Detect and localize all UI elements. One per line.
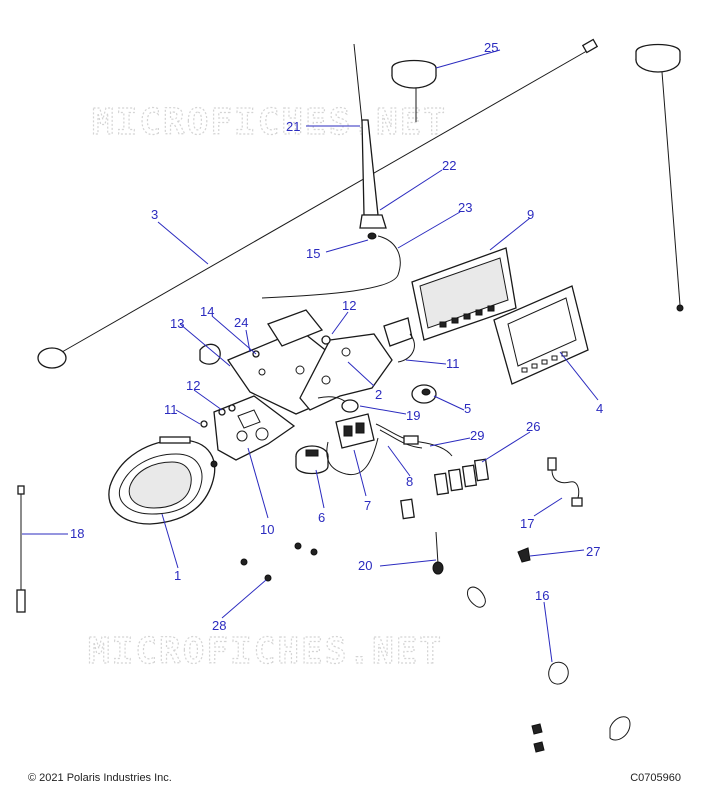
part-puck-rod-antenna — [635, 43, 684, 312]
part-20-cable-tie — [432, 531, 444, 575]
callout-1: 1 — [174, 568, 181, 583]
callout-23: 23 — [458, 200, 472, 215]
callout-9: 9 — [527, 207, 534, 222]
callout-27: 27 — [586, 544, 600, 559]
part-19-harness — [317, 396, 379, 476]
part-3-whip-antenna — [37, 38, 599, 369]
callout-8: 8 — [406, 474, 413, 489]
callouts: 25 21 22 23 15 3 9 4 12 14 24 13 11 2 5 … — [70, 40, 603, 633]
callout-2: 2 — [375, 387, 382, 402]
callout-12-upper: 12 — [342, 298, 356, 313]
part-23-antenna-cable — [261, 235, 401, 299]
leader-lines — [22, 49, 599, 663]
callout-22: 22 — [442, 158, 456, 173]
callout-16: 16 — [535, 588, 549, 603]
callout-7: 7 — [364, 498, 371, 513]
callout-17: 17 — [520, 516, 534, 531]
part-10-mounting-plate — [213, 395, 296, 461]
callout-28: 28 — [212, 618, 226, 633]
callout-20: 20 — [358, 558, 372, 573]
part-5-socket — [411, 384, 437, 404]
part-7-switch — [335, 413, 375, 449]
part-25-puck-antenna — [391, 59, 437, 122]
callout-12-left: 12 — [186, 378, 200, 393]
callout-14: 14 — [200, 304, 214, 319]
part-26-switch-blanks — [400, 458, 490, 520]
callout-24: 24 — [234, 315, 248, 330]
callout-6: 6 — [318, 510, 325, 525]
part-17-small-harness — [547, 457, 583, 507]
copyright-notice: © 2021 Polaris Industries Inc. — [28, 772, 172, 784]
callout-5: 5 — [464, 401, 471, 416]
callout-10: 10 — [260, 522, 274, 537]
figure-id: C0705960 — [630, 772, 681, 784]
part-9-display — [411, 247, 517, 341]
callout-29: 29 — [470, 428, 484, 443]
callout-11-right: 11 — [446, 356, 460, 371]
part-18-extension — [16, 485, 26, 613]
callout-13: 13 — [170, 316, 184, 331]
part-27-clip — [517, 547, 531, 563]
callout-21: 21 — [286, 119, 300, 134]
watermark-top: MICROFICHES.NET — [92, 102, 447, 143]
part-loop-straps — [467, 586, 631, 741]
part-harness-connector — [383, 317, 415, 363]
part-1-gauge-cluster — [108, 436, 216, 525]
callout-18: 18 — [70, 526, 84, 541]
callout-25: 25 — [484, 40, 498, 55]
part-21-antenna-mast — [353, 43, 387, 240]
callout-26: 26 — [526, 419, 540, 434]
callout-19: 19 — [406, 408, 420, 423]
callout-4: 4 — [596, 401, 603, 416]
part-bolts-bottom — [531, 723, 545, 753]
part-6-ignition-switch — [295, 445, 329, 475]
part-4-bezel — [493, 285, 589, 385]
part-29-pigtail — [375, 423, 453, 457]
callout-15: 15 — [306, 246, 320, 261]
callout-3: 3 — [151, 207, 158, 222]
watermark-bottom: MICROFICHES.NET — [88, 631, 443, 672]
part-13-grommet — [199, 343, 221, 365]
callout-11-left: 11 — [164, 402, 178, 417]
